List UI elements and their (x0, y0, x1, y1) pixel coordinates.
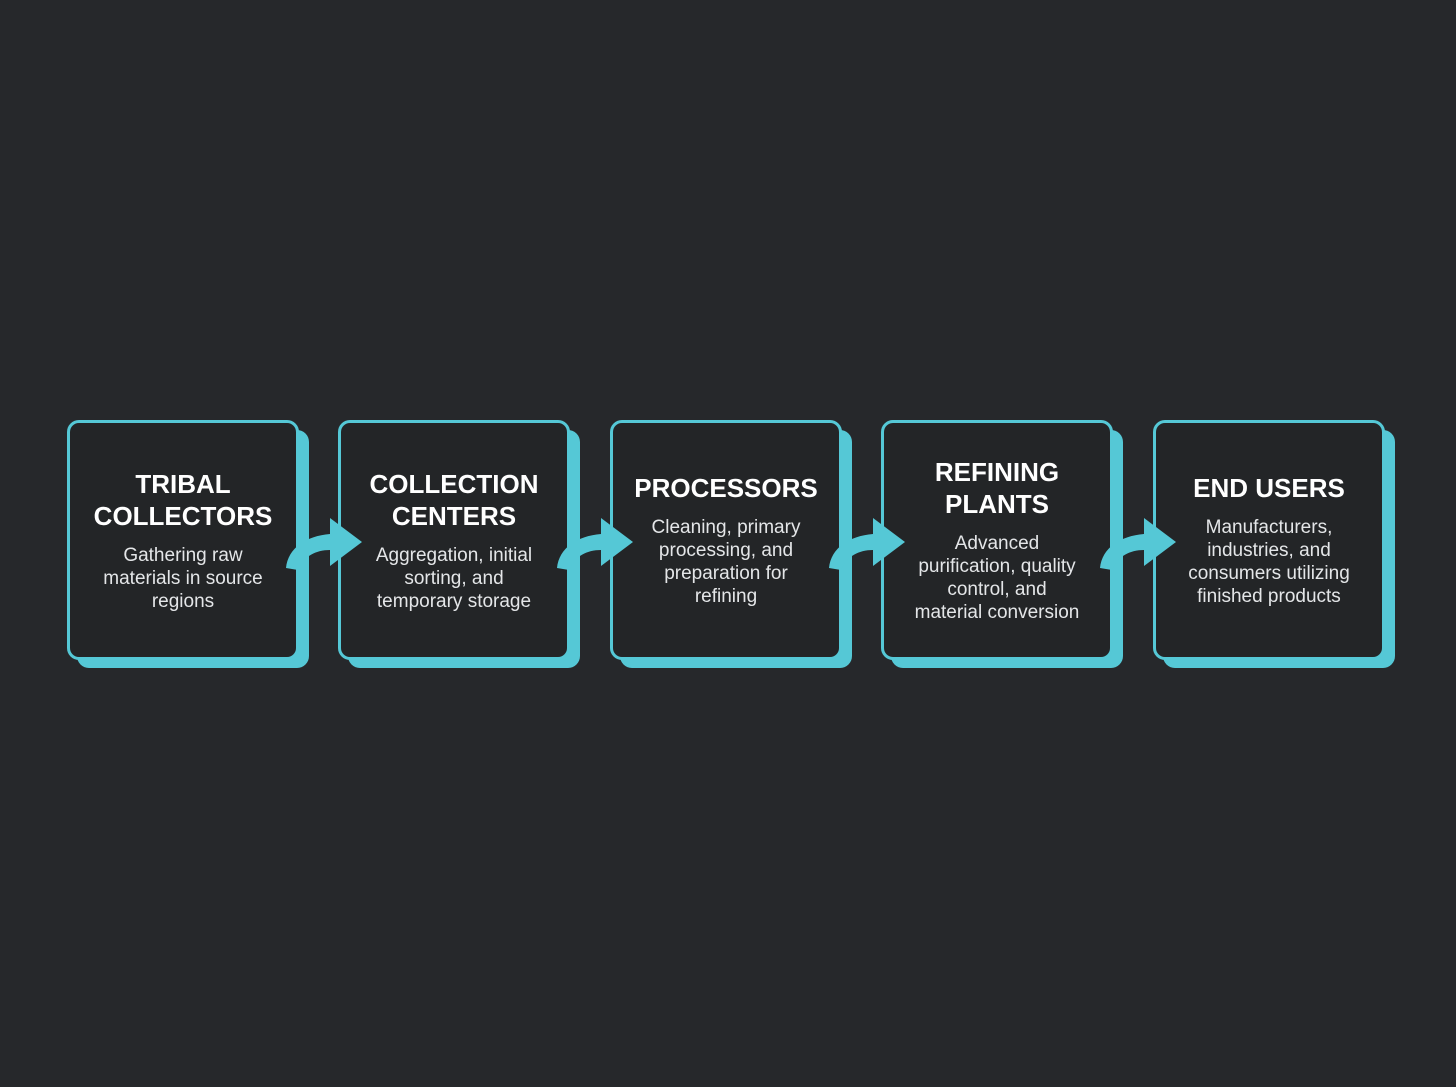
stage-card: COLLECTION CENTERS Aggregation, initial … (338, 420, 570, 660)
stage-title: REFINING PLANTS (934, 457, 1060, 519)
stage-title: COLLECTION CENTERS (369, 468, 539, 531)
stage-card: END USERS Manufacturers, industries, and… (1153, 420, 1385, 660)
stage-card: REFINING PLANTS Advanced purification, q… (881, 420, 1113, 660)
stage-title: TRIBAL COLLECTORS (93, 468, 273, 531)
stage-end-users: END USERS Manufacturers, industries, and… (1153, 420, 1395, 668)
stage-collection-centers: COLLECTION CENTERS Aggregation, initial … (338, 420, 580, 668)
curved-arrow-right-icon (829, 518, 905, 570)
stage-title: PROCESSORS (634, 473, 818, 503)
stage-card: TRIBAL COLLECTORS Gathering raw material… (67, 420, 299, 660)
stage-description: Gathering raw materials in source region… (103, 544, 263, 612)
stage-description: Cleaning, primary processing, and prepar… (651, 517, 801, 607)
stage-description: Manufacturers, industries, and consumers… (1188, 517, 1350, 607)
stage-card: PROCESSORS Cleaning, primary processing,… (610, 420, 842, 660)
stage-description: Advanced purification, quality control, … (914, 533, 1080, 623)
curved-arrow-right-icon (557, 518, 633, 570)
curved-arrow-right-icon (286, 518, 362, 570)
stage-refining-plants: REFINING PLANTS Advanced purification, q… (881, 420, 1123, 668)
stage-title: END USERS (1193, 473, 1345, 503)
stage-description: Aggregation, initial sorting, and tempor… (375, 544, 533, 612)
curved-arrow-right-icon (1100, 518, 1176, 570)
stage-tribal-collectors: TRIBAL COLLECTORS Gathering raw material… (67, 420, 309, 668)
stage-processors: PROCESSORS Cleaning, primary processing,… (610, 420, 852, 668)
